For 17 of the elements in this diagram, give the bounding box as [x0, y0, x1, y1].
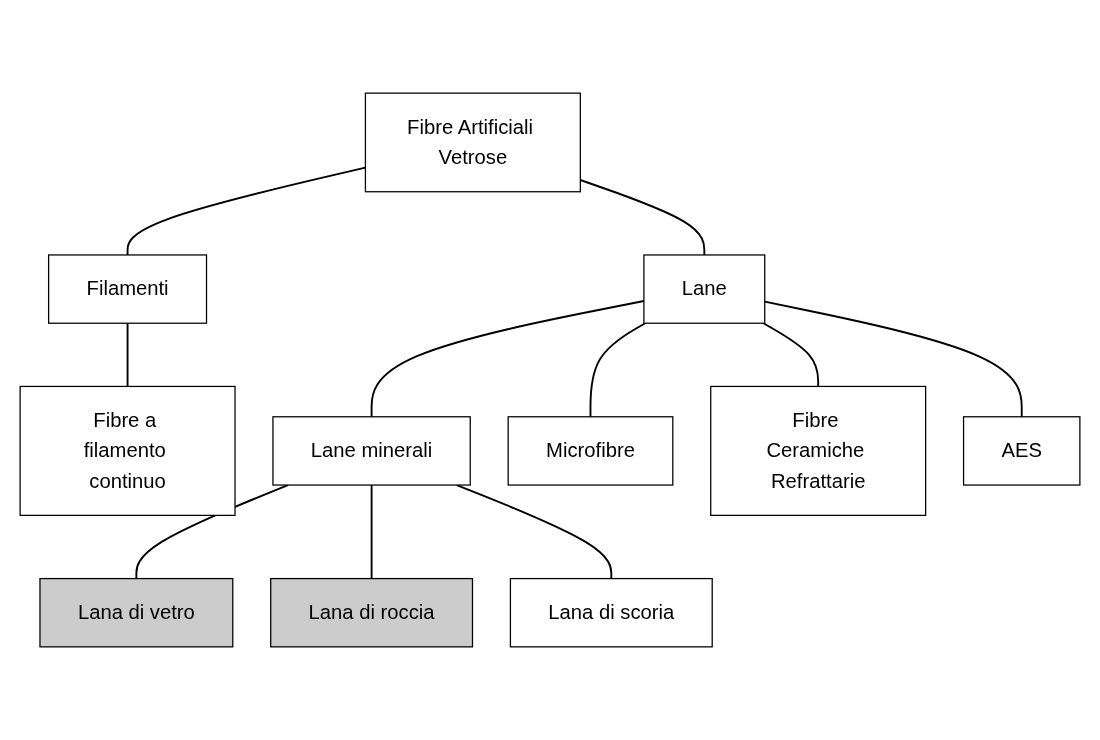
- node-box: Lana di roccia: [270, 577, 474, 648]
- connector: [589, 322, 647, 418]
- node-box: Lana di scoria: [509, 577, 713, 648]
- node-box: Lane: [643, 254, 766, 324]
- node-box: Lane minerali: [272, 416, 471, 486]
- node-box: Fibre Ceramiche Refrattarie: [710, 385, 927, 516]
- connector: [370, 484, 373, 580]
- node-box: Filamenti: [48, 254, 208, 324]
- node-box: Fibre Artificiali Vetrose: [364, 92, 581, 193]
- connector: [762, 322, 820, 388]
- node-box: AES: [962, 416, 1081, 486]
- node-box: Microfibre: [507, 416, 674, 486]
- connector: [126, 322, 129, 388]
- connector: [370, 300, 645, 418]
- connector: [763, 300, 1023, 418]
- node-box: Lana di vetro: [39, 577, 234, 648]
- node-box: Fibre a filamento continuo: [19, 385, 236, 516]
